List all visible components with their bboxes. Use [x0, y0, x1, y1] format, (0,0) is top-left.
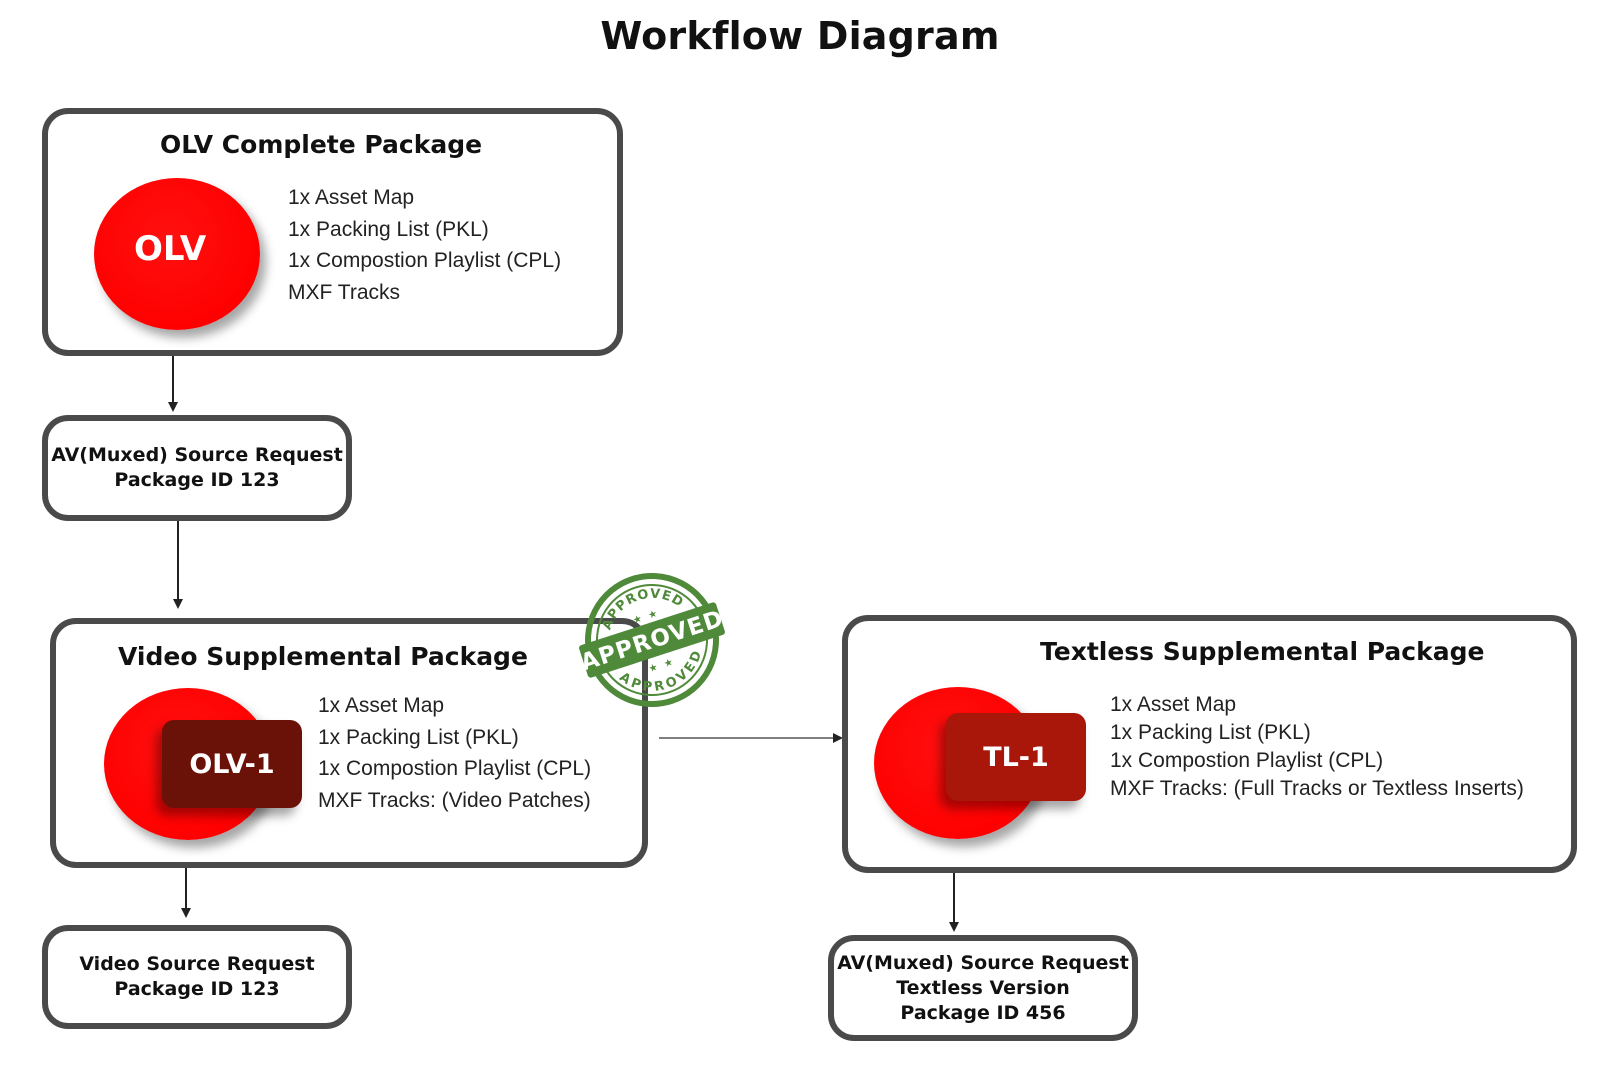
olv-badge-label: OLV	[134, 229, 207, 269]
video-package-contents: 1x Asset Map 1x Packing List (PKL) 1x Co…	[318, 690, 591, 816]
olv-package-title: OLV Complete Package	[160, 130, 483, 159]
video-request-line2: Package ID 123	[114, 978, 280, 1000]
video-item-asset-map: 1x Asset Map	[318, 694, 445, 717]
textless-package-title: Textless Supplemental Package	[1040, 637, 1485, 666]
olv-circle	[94, 178, 260, 330]
video-package-title: Video Supplemental Package	[118, 642, 528, 671]
stamp-star-4: ★	[663, 657, 675, 670]
olv-package-contents: 1x Asset Map 1x Packing List (PKL) 1x Co…	[288, 182, 561, 308]
stamp-star-3: ★	[647, 662, 659, 675]
approved-stamp: APPROVED APPROVED ★ ★ ★ ★ APPROVED	[578, 573, 726, 707]
olv-complete-package-box: OLV Complete Package OLV 1x Asset Map 1x…	[42, 108, 623, 356]
diagram-title: Workflow Diagram	[600, 14, 1000, 58]
video-item-cpl: 1x Compostion Playlist (CPL)	[318, 757, 592, 780]
video-item-pkl: 1x Packing List (PKL)	[318, 725, 519, 749]
textless-request-line3: Package ID 456	[900, 1001, 1066, 1024]
stamp-star-1: ★	[632, 613, 644, 626]
av-request-line2: Package ID 123	[114, 469, 280, 491]
video-request-line1: Video Source Request	[79, 953, 315, 975]
textless-item-cpl: 1x Compostion Playlist (CPL)	[1110, 749, 1384, 772]
textless-item-asset-map: 1x Asset Map	[1110, 693, 1237, 716]
av-request-line1: AV(Muxed) Source Request	[51, 444, 343, 466]
olv-item-cpl: 1x Compostion Playlist (CPL)	[288, 249, 562, 272]
textless-item-pkl: 1x Packing List (PKL)	[1110, 721, 1311, 744]
olv-item-pkl: 1x Packing List (PKL)	[288, 217, 489, 241]
olv-item-asset-map: 1x Asset Map	[288, 186, 415, 209]
av-source-request-box: AV(Muxed) Source Request Package ID 123	[42, 415, 352, 521]
video-supplemental-package-box: Video Supplemental Package OLV-1 1x Asse…	[50, 618, 648, 868]
olv1-badge: OLV-1	[162, 720, 302, 808]
tl1-badge: TL-1	[946, 713, 1086, 801]
textless-request-line2: Textless Version	[896, 976, 1070, 999]
olv-item-mxf: MXF Tracks	[288, 280, 401, 304]
textless-request-line1: AV(Muxed) Source Request	[837, 951, 1129, 974]
stamp-star-2: ★	[647, 608, 659, 621]
textless-package-contents: 1x Asset Map 1x Packing List (PKL) 1x Co…	[1110, 691, 1524, 803]
video-source-request-box: Video Source Request Package ID 123	[42, 925, 352, 1029]
textless-item-mxf: MXF Tracks: (Full Tracks or Textless Ins…	[1110, 777, 1524, 800]
textless-source-request-box: AV(Muxed) Source Request Textless Versio…	[828, 935, 1138, 1041]
video-item-mxf: MXF Tracks: (Video Patches)	[318, 788, 591, 812]
textless-supplemental-package-box: Textless Supplemental Package TL-1 1x As…	[842, 615, 1577, 873]
